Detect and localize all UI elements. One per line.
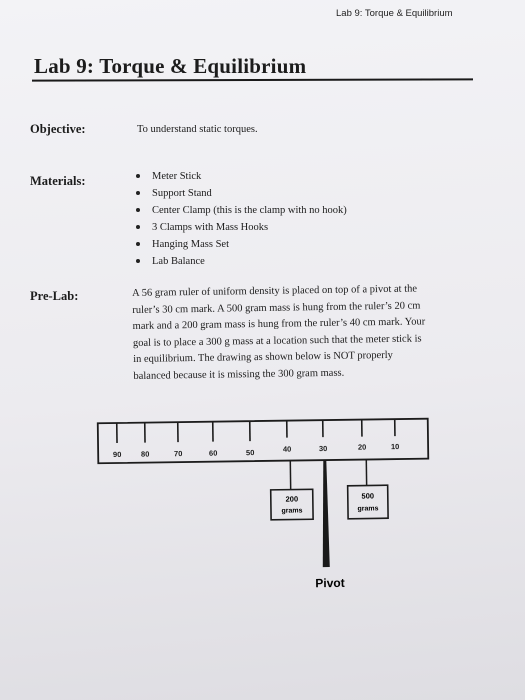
objective-label: Objective: [30, 122, 86, 136]
mass-500-unit: grams [357, 505, 378, 512]
list-item: Center Clamp (this is the clamp with no … [134, 202, 347, 219]
ruler-mark-label: 70 [174, 449, 182, 458]
ruler-labels: 90 80 70 60 50 40 30 20 10 [113, 442, 399, 459]
list-item: Meter Stick [134, 168, 347, 185]
list-item: Support Stand [134, 185, 347, 202]
ruler-mark-label: 10 [391, 442, 399, 451]
ruler-mark-label: 50 [246, 448, 254, 457]
mass-200-unit: grams [281, 507, 302, 514]
materials-label: Materials: [30, 174, 86, 188]
ruler-mark-label: 90 [113, 450, 121, 459]
list-item: Lab Balance [134, 253, 347, 270]
mass-500-value: 500 [361, 491, 374, 500]
page-title: Lab 9: Torque & Equilibrium [34, 54, 307, 78]
ruler-mark-label: 20 [358, 443, 366, 452]
ruler-mark-label: 30 [319, 444, 327, 453]
pivot-support [322, 460, 330, 568]
ruler-mark-label: 40 [283, 445, 291, 454]
meter-stick [96, 417, 430, 465]
mass-500-box [346, 484, 389, 520]
pivot-label: Pivot [315, 576, 345, 590]
mass-200-value: 200 [286, 494, 299, 503]
running-header: Lab 9: Torque & Equilibrium [336, 8, 453, 19]
list-item: 3 Clamps with Mass Hooks [134, 219, 347, 236]
prelab-label: Pre-Lab: [30, 289, 79, 303]
objective-text: To understand static torques. [137, 124, 258, 135]
ruler-ticks [115, 419, 396, 444]
list-item: Hanging Mass Set [134, 236, 347, 253]
ruler-mark-label: 60 [209, 449, 217, 458]
ruler-mark-label: 80 [141, 450, 149, 459]
materials-list: Meter Stick Support Stand Center Clamp (… [134, 168, 347, 270]
mass-200-box [269, 488, 314, 521]
